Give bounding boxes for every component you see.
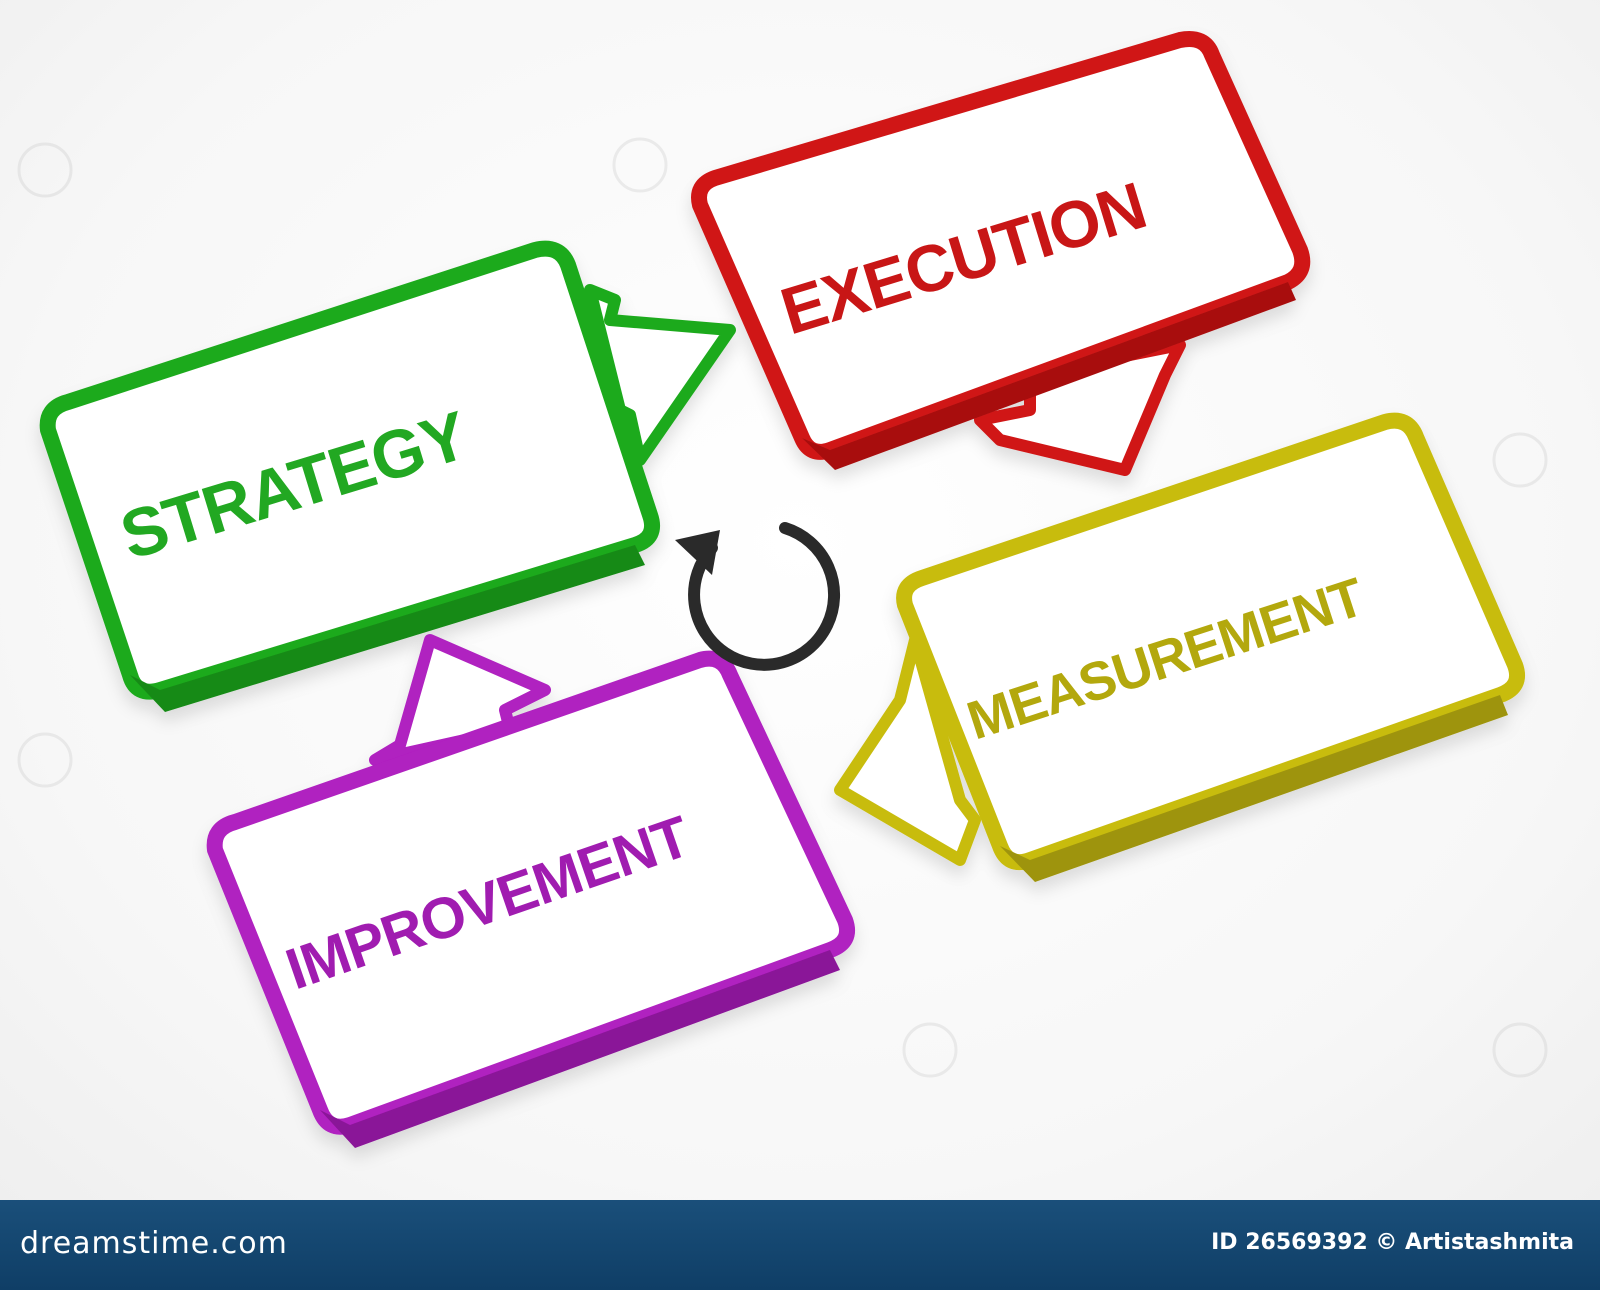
stage-measurement: MEASUREMENT — [834, 412, 1526, 882]
measurement-arrow-icon — [834, 634, 981, 866]
cycle-arrow-icon — [675, 522, 841, 671]
diagram-canvas: EXECUTION STRATEGY MEASUREMENT IMPROVEME… — [0, 0, 1600, 1200]
stage-execution: EXECUTION — [691, 31, 1311, 476]
footer-brand: dreamstime.com — [20, 1226, 288, 1261]
stage-strategy: STRATEGY — [39, 240, 736, 712]
footer-image-id: ID 26569392 © Artistashmita — [1211, 1230, 1574, 1255]
footer-bar: dreamstime.com ID 26569392 © Artistashmi… — [0, 1200, 1600, 1290]
stage-improvement: IMPROVEMENT — [206, 634, 856, 1148]
cycle-diagram: EXECUTION STRATEGY MEASUREMENT IMPROVEME… — [17, 31, 1548, 1148]
